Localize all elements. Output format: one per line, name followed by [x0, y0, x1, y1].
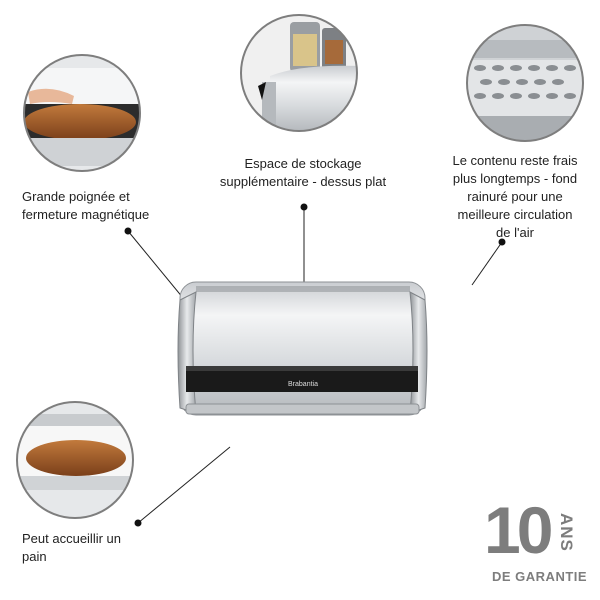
leader-line-loaf — [137, 446, 231, 524]
jars-on-lid-photo — [240, 14, 358, 132]
leader-dot-handle — [124, 227, 132, 235]
warranty-number: 10 — [484, 493, 553, 567]
leader-dot-loaf — [134, 519, 142, 527]
bread-loaf-photo — [16, 401, 134, 519]
hand-opening-lid-photo — [23, 54, 141, 172]
leader-dot-storage — [300, 203, 308, 211]
bread-bin: Brabantia — [177, 281, 428, 416]
caption-loaf: Peut accueillir un pain — [22, 531, 121, 564]
caption-handle: Grande poignée et fermeture magnétique — [22, 189, 150, 222]
caption-fresh: Le contenu reste frais plus longtemps - … — [452, 153, 578, 240]
grooved-base-photo — [466, 24, 584, 142]
warranty-unit: ANS — [557, 513, 576, 552]
leader-line-fresh — [471, 241, 503, 286]
leader-dot-fresh — [498, 238, 506, 246]
warranty-badge: 10 ANS DE GARANTIE — [484, 497, 588, 589]
warranty-label: DE GARANTIE — [492, 569, 588, 584]
brand-logo: Brabantia — [288, 381, 318, 388]
caption-storage: Espace de stockage supplémentaire - dess… — [219, 156, 387, 189]
